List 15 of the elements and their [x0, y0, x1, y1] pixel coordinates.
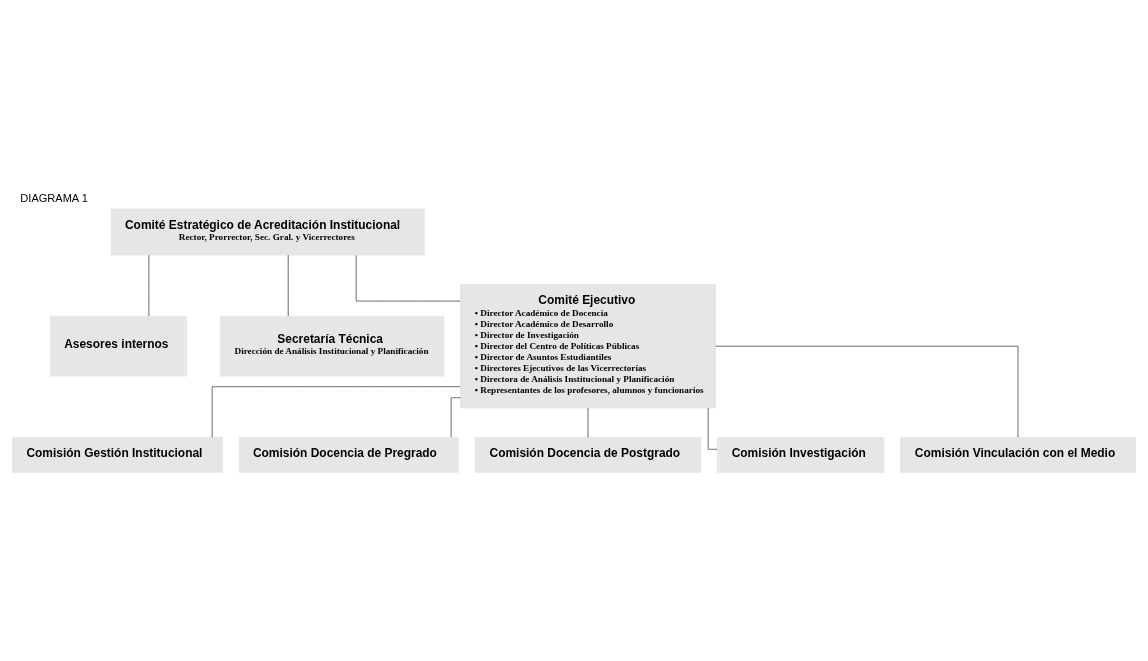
connector [707, 407, 718, 450]
node-box: Secretaría Técnica Dirección de Análisis Institucional y Planificación [219, 315, 445, 377]
diagram-title: DIAGRAMA 1 [20, 191, 88, 204]
connector [450, 396, 461, 437]
node-box: Comité Ejecutivo • Director Académico de Docencia • Director Académico de Desarrollo • Director de Investigación • Director del Centro de Políticas Públicas • Director de Asuntos Estudiantiles • Directores Ejecutivos de las Vicerrectorías • Directora de Análisis Institucional y Planificación • Representantes de los profesores, alumnos y funcionarios [460, 283, 716, 408]
node-box: Comisión Gestión Institucional [12, 436, 223, 473]
node-box: Comisión Docencia de Pregrado [238, 436, 459, 473]
node-box: Comisión Docencia de Postgrado [474, 436, 702, 473]
node-box: Comisión Vinculación con el Medio [900, 436, 1136, 473]
node-box: Asesores internos [49, 315, 188, 377]
connector [355, 254, 461, 301]
connector [715, 345, 1019, 437]
connector [211, 385, 461, 438]
node-box: Comisión Investigación [716, 436, 885, 473]
node-box: Comité Estratégico de Acreditación Institucional Rector, Prorrector, Sec. Gral. y Vicerrectores [110, 208, 425, 255]
